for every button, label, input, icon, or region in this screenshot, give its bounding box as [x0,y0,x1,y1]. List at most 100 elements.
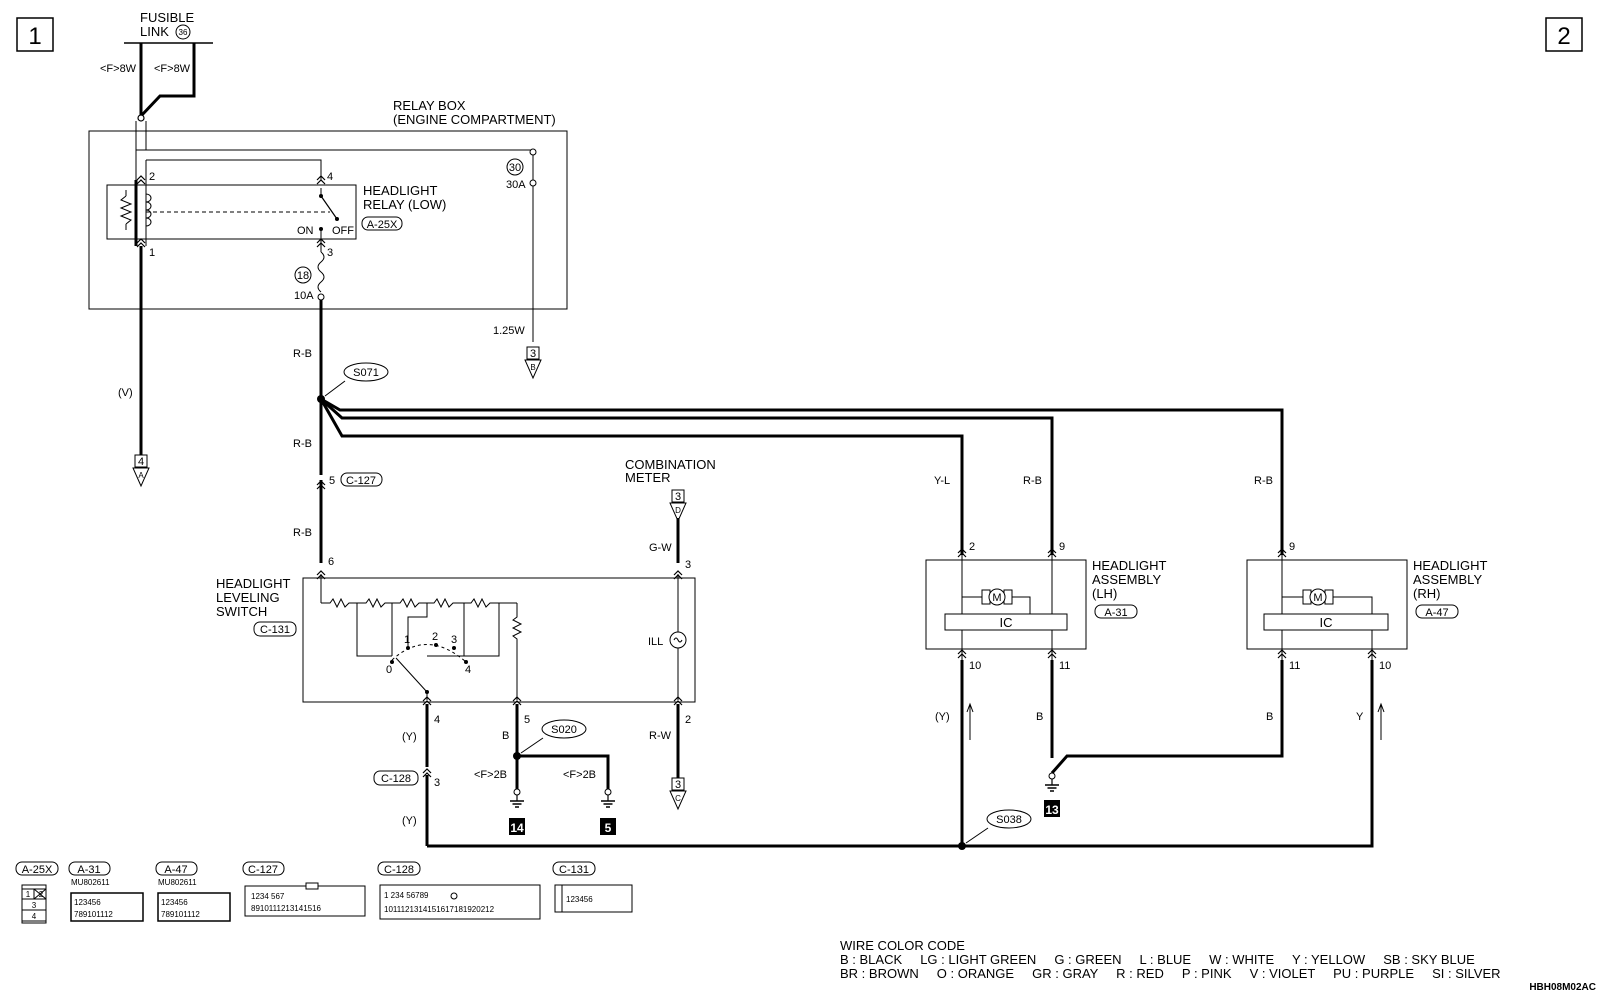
svg-text:0: 0 [386,664,392,676]
svg-text:30: 30 [509,162,521,174]
svg-text:(Y): (Y) [935,711,950,723]
connector-c131-face: C-131 123456 [552,861,633,913]
svg-text:FUSIBLE: FUSIBLE [140,10,195,25]
svg-text:IC: IC [1320,615,1333,630]
svg-text:<F>2B: <F>2B [563,769,596,781]
svg-text:10A: 10A [294,290,314,302]
svg-text:(Y): (Y) [402,731,417,743]
svg-text:(ENGINE COMPARTMENT): (ENGINE COMPARTMENT) [393,112,556,127]
svg-text:1011121314151617181920212: 1011121314151617181920212 [384,905,495,914]
diagram-code: HBH08M02AC [1529,982,1596,993]
svg-text:ON: ON [297,225,314,237]
svg-text:(RH): (RH) [1413,586,1440,601]
svg-text:BR : BROWN O : ORANGE: BR : BROWN O : ORANGE GR : GRAY R : RED … [840,966,1501,981]
svg-text:1: 1 [149,247,155,259]
fusible-wires [139,43,196,118]
ref-a: 4 A [132,454,150,488]
svg-text:A-25X: A-25X [367,219,398,231]
svg-text:ILL: ILL [648,636,663,648]
svg-text:<F>2B: <F>2B [474,769,507,781]
svg-text:M: M [1313,592,1322,604]
svg-text:A-47: A-47 [164,864,187,876]
svg-text:S020: S020 [551,724,577,736]
svg-text:3: 3 [675,491,681,503]
svg-text:(V): (V) [118,387,133,399]
svg-text:B: B [1266,711,1273,723]
svg-text:B: B [1036,711,1043,723]
svg-text:(LH): (LH) [1092,586,1117,601]
svg-text:Y: Y [1356,711,1364,723]
headlight-assembly-lh: IC M HEADLIGHT ASSEMBLY (LH) A-31 2 9 10… [925,541,1166,672]
svg-text:2: 2 [39,890,44,899]
svg-text:(Y): (Y) [402,815,417,827]
svg-text:4: 4 [465,664,471,676]
svg-text:B: B [530,363,535,372]
ground-5: 5 [600,788,616,835]
svg-text:8910111213141516: 8910111213141516 [251,904,322,913]
svg-text:S071: S071 [353,367,379,379]
svg-text:SWITCH: SWITCH [216,604,267,619]
svg-text:2: 2 [969,541,975,553]
svg-text:2: 2 [1557,23,1570,50]
svg-text:11: 11 [1059,660,1070,672]
svg-text:5: 5 [329,475,335,487]
svg-text:789101112: 789101112 [161,910,200,919]
svg-text:5: 5 [524,714,530,726]
svg-text:A-31: A-31 [77,864,100,876]
svg-text:C-128: C-128 [384,864,414,876]
svg-text:1 234 56789: 1 234 56789 [384,891,429,900]
page-number-right: 2 [1545,17,1583,52]
svg-text:3: 3 [675,779,681,791]
svg-text:LINK: LINK [140,24,169,39]
fusible-link: FUSIBLE LINK 36 <F>8W <F>8W [100,10,213,75]
svg-text:3: 3 [327,247,333,259]
connector-views: A-25X 3 4 1 2 A-31 MU802611 123456789101… [15,861,633,924]
connector-c128-face: C-128 1 234 56789 10111213141516171819202… [377,861,541,920]
svg-text:C-131: C-131 [559,864,589,876]
svg-text:3: 3 [685,559,691,571]
svg-text:6: 6 [328,556,334,568]
svg-text:1: 1 [404,634,410,646]
svg-text:18: 18 [297,270,309,282]
splice-s020: S020 [513,719,587,760]
headlight-assembly-rh: IC M HEADLIGHT ASSEMBLY (RH) A-47 9 11 1… [1246,541,1487,672]
splice-s038: S038 [958,809,1032,850]
svg-text:R-B: R-B [1254,475,1273,487]
svg-text:B : BLACK LG : LIGHT GREEN: B : BLACK LG : LIGHT GREEN G : GREEN L :… [840,952,1475,967]
svg-text:A-25X: A-25X [22,864,53,876]
svg-text:ASSEMBLY: ASSEMBLY [1092,572,1161,587]
svg-text:HEADLIGHT: HEADLIGHT [216,576,290,591]
relay-box: RELAY BOX (ENGINE COMPARTMENT) [88,98,568,310]
svg-text:36: 36 [179,28,188,37]
main-wires [139,246,1374,848]
svg-text:C-131: C-131 [260,624,290,636]
svg-text:1.25W: 1.25W [493,325,525,337]
svg-text:123456: 123456 [566,895,593,904]
svg-text:9: 9 [1289,541,1295,553]
connector-c128: 3 C-128 [373,768,440,789]
svg-text:3: 3 [451,634,457,646]
svg-text:R-B: R-B [1023,475,1042,487]
svg-text:HEADLIGHT: HEADLIGHT [1092,558,1166,573]
svg-text:HEADLIGHT: HEADLIGHT [1413,558,1487,573]
svg-text:2: 2 [432,631,438,643]
svg-text:<F>8W: <F>8W [100,63,137,75]
svg-text:C: C [675,794,681,803]
svg-text:11: 11 [1289,660,1300,672]
splice-s071: S071 [317,362,389,403]
svg-text:123456: 123456 [74,898,101,907]
svg-text:S038: S038 [996,814,1022,826]
headlight-relay: ON OFF HEADLIGHT RELAY (LOW) A-25X 2 4 1… [106,171,446,259]
connector-c127: 5 C-127 [316,472,383,490]
wire-color-code: WIRE COLOR CODE B : BLACK LG : LIGHT GRE… [840,938,1596,993]
svg-text:COMBINATION: COMBINATION [625,457,716,472]
svg-text:4: 4 [434,714,440,726]
relay-box-internal-wiring [135,121,537,342]
svg-text:HEADLIGHT: HEADLIGHT [363,183,437,198]
svg-text:1: 1 [28,23,41,50]
svg-text:B: B [502,730,509,742]
svg-text:IC: IC [1000,615,1013,630]
svg-text:5: 5 [605,821,612,835]
